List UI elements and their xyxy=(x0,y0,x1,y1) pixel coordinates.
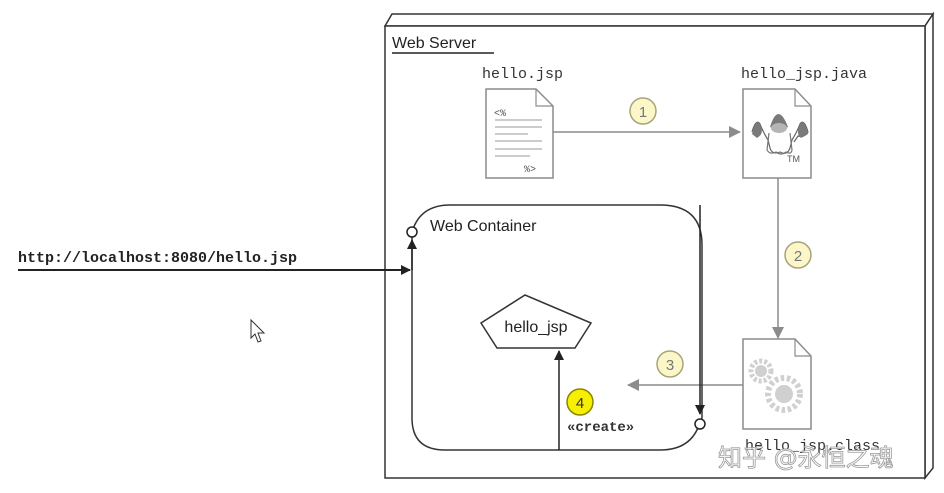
step-3-badge: 3 xyxy=(656,350,684,378)
class-gears-file-icon xyxy=(742,338,812,430)
watermark-text: 知乎 @永恒之魂 xyxy=(718,444,894,472)
create-stereotype: «create» xyxy=(567,420,634,436)
request-url: http://localhost:8080/hello.jsp xyxy=(18,250,297,267)
jsp-open-tag: <% xyxy=(494,109,506,120)
mouse-cursor-icon xyxy=(250,318,266,343)
web-server-node xyxy=(383,11,935,481)
web-container-label: Web Container xyxy=(430,218,537,235)
container-exit-port xyxy=(694,418,706,430)
hello-jsp-instance xyxy=(479,294,593,349)
java-trademark: TM xyxy=(787,154,800,164)
jsp-file-icon xyxy=(485,88,554,179)
svg-text:3: 3 xyxy=(666,357,674,374)
step-4-badge: 4 xyxy=(566,388,594,416)
class-file-label: hello_jsp.class xyxy=(745,438,880,455)
web-server-label: Web Server xyxy=(392,35,477,52)
jsp-file-label: hello.jsp xyxy=(482,66,563,83)
jsp-close-tag: %> xyxy=(524,165,536,176)
step-2-badge: 2 xyxy=(784,241,812,269)
java-file-label: hello_jsp.java xyxy=(741,66,867,83)
svg-text:2: 2 xyxy=(794,248,802,265)
container-entry-port xyxy=(406,226,418,238)
svg-text:4: 4 xyxy=(576,395,584,412)
hello-jsp-instance-label: hello_jsp xyxy=(504,319,567,336)
step-1-badge: 1 xyxy=(629,97,657,125)
svg-text:1: 1 xyxy=(639,104,647,121)
java-duke-file-icon xyxy=(742,88,812,179)
web-container-boundary xyxy=(411,204,703,451)
